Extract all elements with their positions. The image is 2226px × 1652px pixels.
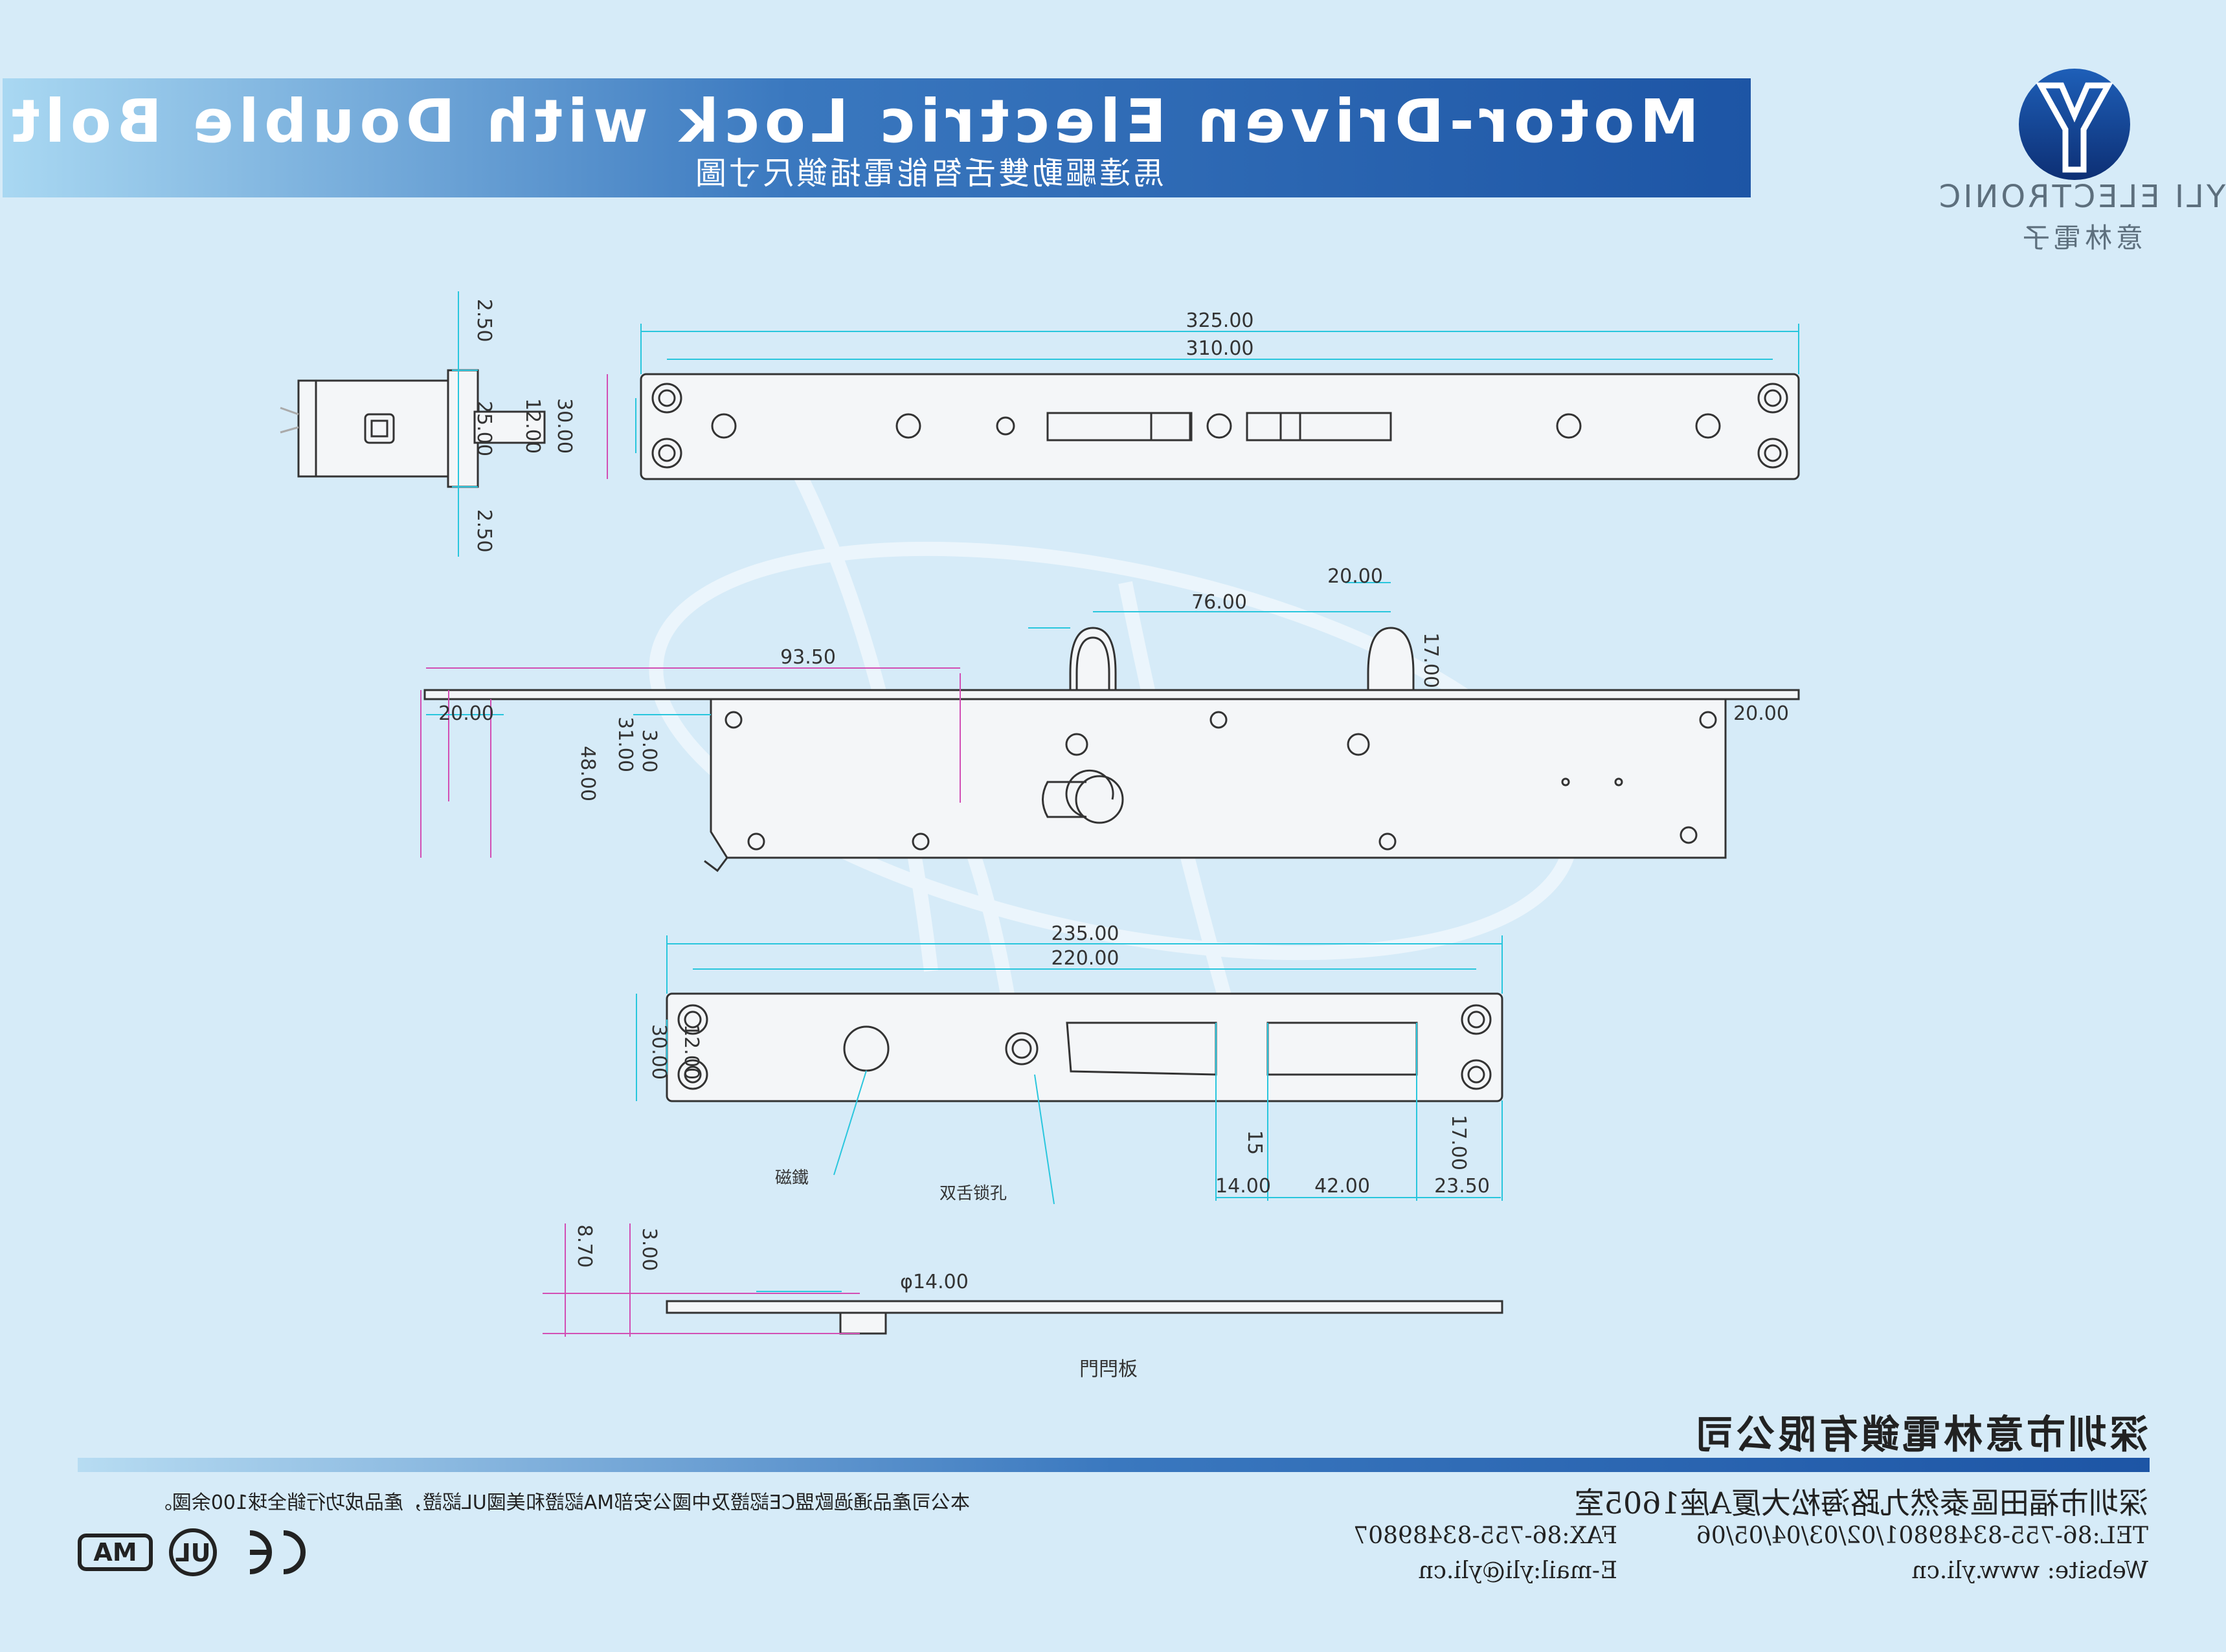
svg-text:UL: UL (175, 1539, 210, 1567)
body-view-dimensions (420, 582, 1391, 858)
strike-dim-23-5: 23.50 (1434, 1175, 1490, 1198)
strike-dim-14: 14.00 (1215, 1175, 1271, 1198)
plate-view (666, 1300, 1503, 1335)
ma-mark-icon: MA (78, 1534, 153, 1571)
top-dim-12: 12.00 (521, 398, 544, 454)
body-dim-48: 48.00 (576, 746, 599, 801)
body-dim-20-left: 20.00 (438, 702, 494, 725)
top-dim-325: 325.00 (1186, 309, 1254, 332)
strike-dim-220: 220.00 (1051, 947, 1119, 970)
top-view-dimensions (607, 324, 1799, 479)
certification-marks: UL MA (78, 1528, 306, 1576)
magnet-label: 磁鐵 (775, 1168, 809, 1188)
body-view (423, 627, 1800, 873)
svg-text:MA: MA (93, 1538, 137, 1567)
body-dim-93-5: 93.50 (780, 646, 836, 669)
plate-dim-8-7: 8.70 (573, 1225, 596, 1268)
ce-mark-icon (249, 1530, 306, 1574)
body-dim-17: 17.00 (1419, 632, 1442, 688)
strike-dim-30-side: 30.00 (647, 1024, 670, 1080)
side-dim-1: 2.50 (473, 299, 495, 342)
plate-view-dimensions (543, 1223, 860, 1337)
address: 深圳市福田區泰然九路海松大厦A座1605室 (1574, 1486, 2148, 1521)
ul-mark-icon: UL (169, 1528, 217, 1576)
certification-text: 本公司產品通過歐盟CE認證及中國公安部MA認證和美國UL認證，產品成功行銷全球1… (152, 1491, 970, 1514)
body-dim-3: 3.00 (638, 730, 660, 773)
double-bolt-hole-label: 双舌锁孔 (939, 1184, 1007, 1203)
plate-dim-14: φ14.00 (900, 1271, 969, 1293)
top-dim-310: 310.00 (1186, 337, 1254, 360)
yli-logo-icon (2019, 69, 2130, 180)
strike-dim-42: 42.00 (1314, 1175, 1370, 1198)
body-dim-31: 31.00 (614, 717, 636, 772)
email: E-mail:yli@yli.cn (1418, 1557, 1617, 1584)
body-dim-20-top: 20.00 (1327, 565, 1383, 588)
company-name: 深圳市意林電鎖有限公司 (1692, 1412, 2148, 1458)
telephone: TEL:86-755-83489801/02/03/04/05/06 (1696, 1523, 2148, 1549)
side-view-dimensions (452, 291, 478, 557)
strike-dim-17: 17.00 (1447, 1115, 1470, 1170)
top-view (640, 373, 1800, 480)
strike-dim-15: 15 (1243, 1130, 1266, 1155)
side-view (280, 369, 546, 488)
strike-view-dimensions (636, 935, 1503, 1205)
website: Website: www.yli.cn (1911, 1557, 2148, 1584)
strike-dim-235: 235.00 (1051, 922, 1119, 945)
strike-dim-12-side: 12.00 (680, 1024, 703, 1080)
body-dim-20-right: 20.00 (1733, 702, 1789, 725)
side-dim-2: 25.00 (473, 401, 495, 456)
door-plate-label: 門閂板 (1079, 1358, 1138, 1381)
side-dim-3: 2.50 (473, 509, 495, 553)
plate-dim-3: 3.00 (638, 1228, 660, 1271)
fax: FAX:86-755-83489807 (1353, 1523, 1617, 1549)
footer-divider (78, 1458, 2150, 1472)
body-dim-76: 76.00 (1191, 591, 1247, 614)
top-dim-30: 30.00 (553, 398, 576, 454)
strike-view (666, 992, 1503, 1102)
